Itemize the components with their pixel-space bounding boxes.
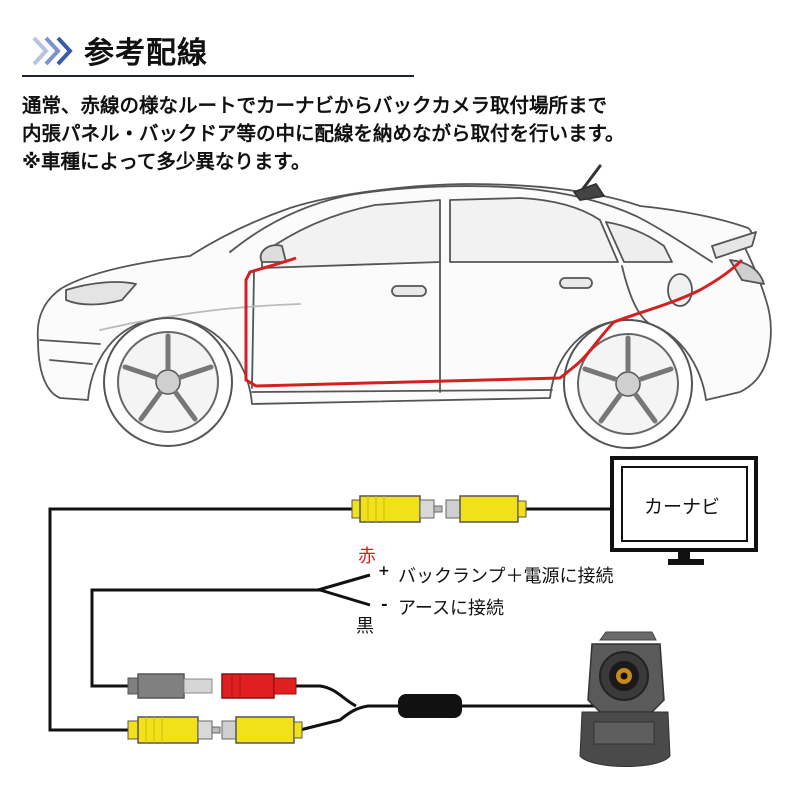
inline-module: [398, 694, 462, 718]
title-underline: [22, 75, 414, 77]
rca-female-connector-top: [445, 495, 527, 523]
description-line-3: ※車種によって多少異なります。: [22, 150, 311, 173]
back-camera: [579, 631, 671, 767]
cables: [48, 507, 612, 732]
black-wire-label: 黒: [356, 616, 374, 637]
power-join-cable: [296, 684, 357, 708]
rca-male-connector-top: [351, 495, 443, 523]
double-chevron-icon: [32, 36, 73, 66]
rca-male-connector-bottom: [127, 716, 221, 744]
car-navi-monitor: [610, 456, 758, 565]
minus-instruction: アースに接続: [398, 598, 505, 619]
rear-wheel: [563, 319, 693, 449]
description-line-1: 通常、赤線の様なルートでカーナビからバックカメラ取付場所まで: [22, 94, 608, 117]
camera-cable: [299, 704, 400, 732]
rca-female-connector-bottom: [221, 716, 303, 744]
page-title: 参考配線: [84, 36, 208, 71]
red-wire-label: 赤: [358, 546, 376, 567]
power-plug-connector: [221, 673, 297, 699]
description-line-2: 内張パネル・バックドア等の中に配線を納めながら取付を行います。: [22, 122, 625, 145]
power-cable: [317, 573, 371, 592]
plus-instruction: バックランプ＋電源に接続: [398, 566, 614, 587]
front-wheel: [103, 317, 233, 447]
ground-cable: [90, 588, 371, 688]
car-navi-label: カーナビ: [644, 496, 721, 518]
section-header: 参考配線: [22, 24, 414, 80]
ground-plug-connector: [127, 673, 213, 699]
description: 通常、赤線の様なルートでカーナビからバックカメラ取付場所まで 内張パネル・バック…: [22, 92, 792, 176]
plus-sign: +: [378, 563, 390, 579]
video-cable-top: [48, 507, 352, 732]
wiring-route-line: [244, 256, 744, 388]
car-illustration: [36, 164, 772, 405]
minus-sign: -: [381, 594, 388, 613]
